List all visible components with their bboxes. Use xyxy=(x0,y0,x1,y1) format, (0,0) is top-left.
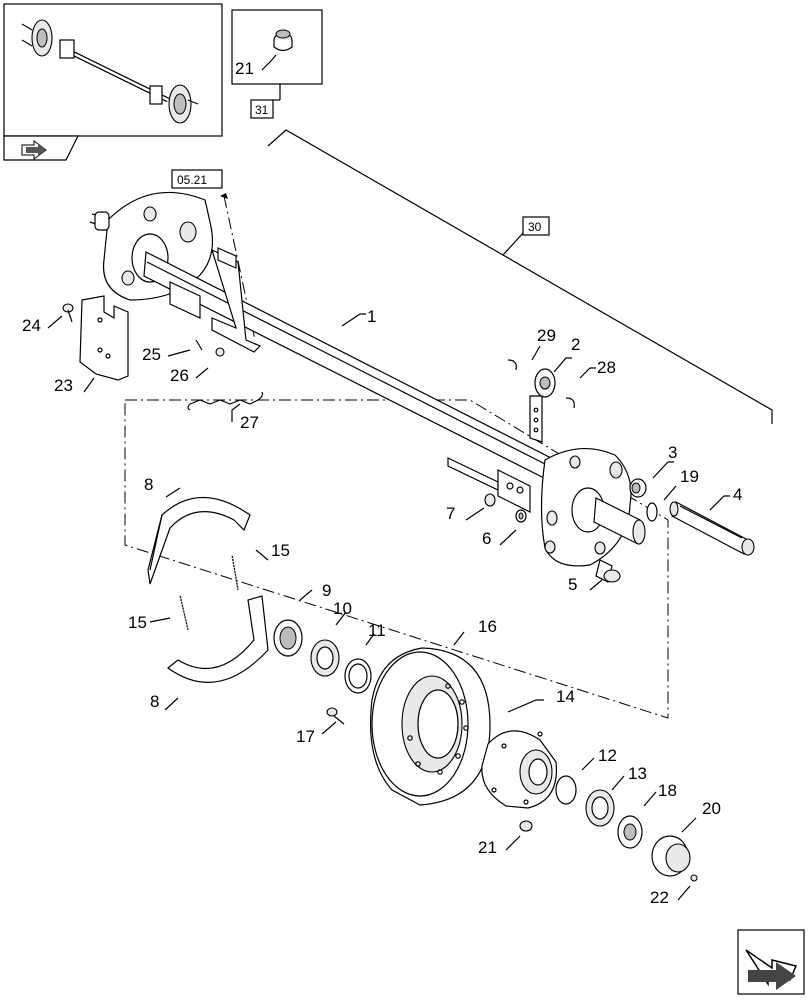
bolt-7 xyxy=(484,493,496,507)
part-label-8-lower[interactable]: 8 xyxy=(150,692,159,711)
part-label-21-inset[interactable]: 21 xyxy=(235,59,254,78)
axle-beam xyxy=(143,247,556,513)
part-label-4[interactable]: 4 xyxy=(733,485,742,504)
part-label-13[interactable]: 13 xyxy=(628,764,647,783)
part-label-11[interactable]: 11 xyxy=(368,621,386,640)
reference-label-30[interactable]: 30 xyxy=(528,220,542,234)
inset-detail-21 xyxy=(231,9,323,101)
circlip-28 xyxy=(565,397,575,409)
spring-27 xyxy=(187,391,264,411)
part-label-18[interactable]: 18 xyxy=(658,781,677,800)
reference-label-05-21[interactable]: 05.21 xyxy=(177,173,207,187)
reference-box-31[interactable] xyxy=(250,99,274,119)
part-label-22[interactable]: 22 xyxy=(650,888,669,907)
bolt-17 xyxy=(326,707,345,725)
part-label-25[interactable]: 25 xyxy=(142,345,161,364)
brake-lever xyxy=(529,368,556,443)
part-label-17[interactable]: 17 xyxy=(296,727,315,746)
part-label-16[interactable]: 16 xyxy=(478,617,497,636)
camshaft-4 xyxy=(669,501,755,556)
reference-box-05-21[interactable] xyxy=(171,169,223,189)
reference-label-31[interactable]: 31 xyxy=(255,103,269,117)
circlip-29 xyxy=(507,359,517,371)
part-label-1[interactable]: 1 xyxy=(367,307,376,326)
nut-26 xyxy=(215,347,225,357)
previous-page-arrow-icon[interactable] xyxy=(3,135,79,161)
part-label-26[interactable]: 26 xyxy=(170,366,189,385)
brake-backing-plate-right xyxy=(540,447,646,567)
part-label-7[interactable]: 7 xyxy=(446,504,455,523)
part-label-3[interactable]: 3 xyxy=(668,443,677,462)
part-label-10[interactable]: 10 xyxy=(333,599,352,618)
bushing-3 xyxy=(629,478,647,498)
reference-box-30[interactable] xyxy=(522,216,550,236)
part-label-21[interactable]: 21 xyxy=(478,838,497,857)
bearing-10 xyxy=(310,639,340,677)
pin-25 xyxy=(195,339,203,351)
brake-shoe-lower xyxy=(167,595,269,683)
leader-lines xyxy=(47,313,730,901)
part-label-9[interactable]: 9 xyxy=(322,581,331,600)
ring-19 xyxy=(646,502,658,522)
assembly-bracket-30 xyxy=(267,129,773,424)
part-label-12[interactable]: 12 xyxy=(598,746,617,765)
washer-6 xyxy=(515,509,527,523)
part-label-28[interactable]: 28 xyxy=(597,358,616,377)
ring-11 xyxy=(344,658,372,694)
part-label-6[interactable]: 6 xyxy=(482,529,491,548)
wheel-hub-14 xyxy=(481,730,558,809)
brake-shoe-upper xyxy=(147,497,251,585)
part-label-19[interactable]: 19 xyxy=(680,467,699,486)
hub-cap-20 xyxy=(651,835,691,877)
seal-9 xyxy=(273,619,303,657)
next-page-arrow-icon[interactable] xyxy=(737,929,805,995)
part-label-27[interactable]: 27 xyxy=(240,413,259,432)
part-label-2[interactable]: 2 xyxy=(571,335,580,354)
part-label-23[interactable]: 23 xyxy=(54,376,73,395)
part-label-8-upper[interactable]: 8 xyxy=(144,475,153,494)
axle-thumbnail[interactable] xyxy=(3,3,223,137)
return-spring-15-upper xyxy=(231,554,239,591)
bearing-13 xyxy=(585,789,615,827)
part-label-20[interactable]: 20 xyxy=(702,799,721,818)
bolt-5 xyxy=(595,559,621,583)
screw-22 xyxy=(690,874,698,882)
part-label-5[interactable]: 5 xyxy=(568,575,577,594)
part-label-24[interactable]: 24 xyxy=(22,316,41,335)
bracket-23 xyxy=(79,295,129,381)
stud-21 xyxy=(519,820,533,832)
nut-18 xyxy=(617,815,643,849)
bolt-24 xyxy=(62,303,74,323)
part-label-15-lower[interactable]: 15 xyxy=(128,613,147,632)
return-spring-15-lower xyxy=(179,594,189,631)
brake-drum-16 xyxy=(369,647,491,806)
part-label-15-upper[interactable]: 15 xyxy=(271,541,290,560)
part-label-29[interactable]: 29 xyxy=(537,326,556,345)
part-label-14[interactable]: 14 xyxy=(556,687,575,706)
seal-12 xyxy=(555,775,577,805)
